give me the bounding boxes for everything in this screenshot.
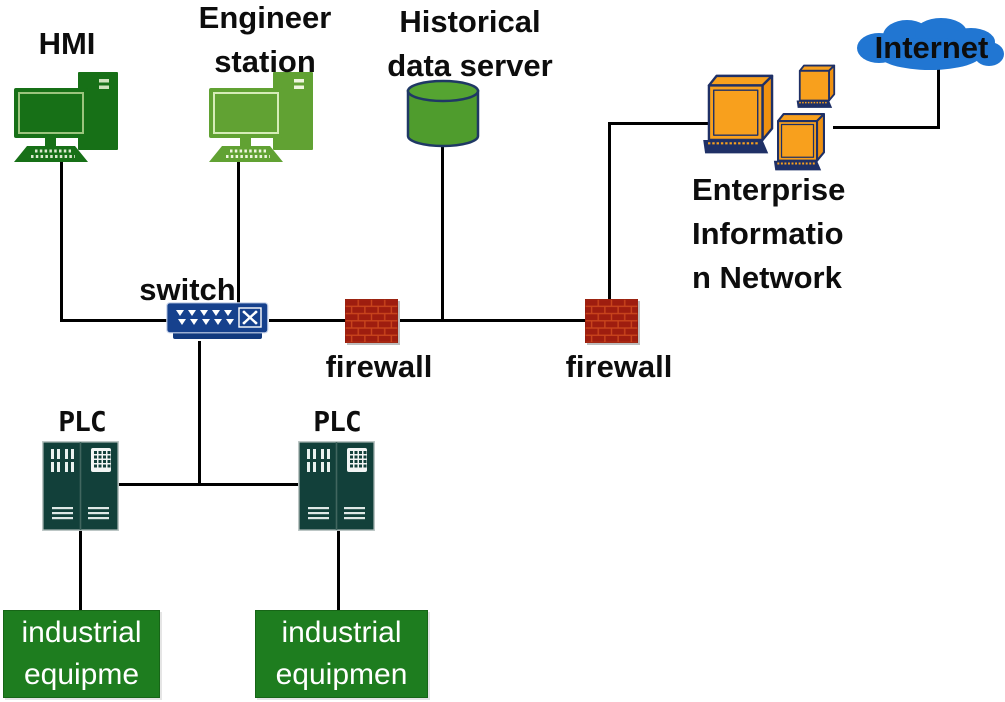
enterprise-workstation-small	[796, 64, 838, 112]
edge-hmi-switch-vertical	[60, 152, 63, 322]
crt-computer-icon	[773, 113, 825, 171]
industrial-equipment-left-label: industrial equipme	[21, 616, 142, 691]
engineer-station-node	[209, 72, 315, 164]
plc-right-node	[298, 441, 375, 531]
plc-cabinet-icon	[298, 441, 375, 531]
plc-right-label: PLC	[313, 405, 362, 438]
edge-plc-bus-horizontal	[118, 483, 300, 486]
edge-plc-left-equipment	[79, 530, 82, 612]
internet-label: Internet	[874, 30, 989, 65]
firewall-left-node	[344, 298, 399, 344]
edge-switch-plc-bus	[198, 341, 201, 486]
switch-label: switch	[139, 272, 236, 307]
edge-enterprise-internet-horizontal	[833, 126, 940, 129]
internet-node	[855, 16, 1005, 72]
plc-left-label: PLC	[58, 405, 107, 438]
edge-firewall-firewall	[399, 319, 585, 322]
hmi-label: HMI	[38, 26, 96, 61]
historical-data-server-node	[404, 78, 482, 150]
switch-node	[166, 302, 269, 342]
cloud-icon	[857, 18, 1004, 70]
desktop-computer-icon	[14, 72, 118, 162]
industrial-equipment-left-node: industrial equipme	[3, 610, 160, 698]
plc-cabinet-icon	[42, 441, 119, 531]
edge-switch-firewall-left	[269, 319, 345, 322]
crt-computer-icon	[796, 64, 836, 108]
plc-left-node	[42, 441, 119, 531]
hmi-node	[14, 72, 120, 164]
edge-firewall-right-up	[608, 122, 611, 301]
brick-wall-icon	[584, 298, 639, 344]
edge-hmi-switch-horizontal	[60, 319, 167, 322]
edge-engineer-switch	[237, 152, 240, 304]
firewall-left-label: firewall	[325, 349, 433, 384]
firewall-right-label: firewall	[565, 349, 673, 384]
enterprise-network-label: Enterprise Informatio n Network	[692, 172, 846, 296]
firewall-right-node	[584, 298, 639, 344]
crt-computer-icon	[703, 74, 774, 154]
industrial-equipment-right-label: industrial equipmen	[275, 616, 408, 691]
database-cylinder-icon	[406, 79, 480, 148]
edge-server-backbone	[441, 147, 444, 321]
network-switch-icon	[166, 302, 269, 339]
engineer-station-label: Engineer station	[198, 0, 332, 80]
industrial-equipment-right-node: industrial equipmen	[255, 610, 428, 698]
enterprise-workstation-medium	[772, 112, 830, 176]
edge-plc-right-equipment	[337, 530, 340, 612]
desktop-computer-icon	[209, 72, 313, 162]
edge-enterprise-horizontal	[608, 122, 708, 125]
enterprise-workstation-large	[703, 73, 778, 161]
historical-data-server-label: Historical data server	[387, 4, 553, 84]
brick-wall-icon	[344, 298, 399, 344]
edge-internet-vertical	[937, 66, 940, 129]
